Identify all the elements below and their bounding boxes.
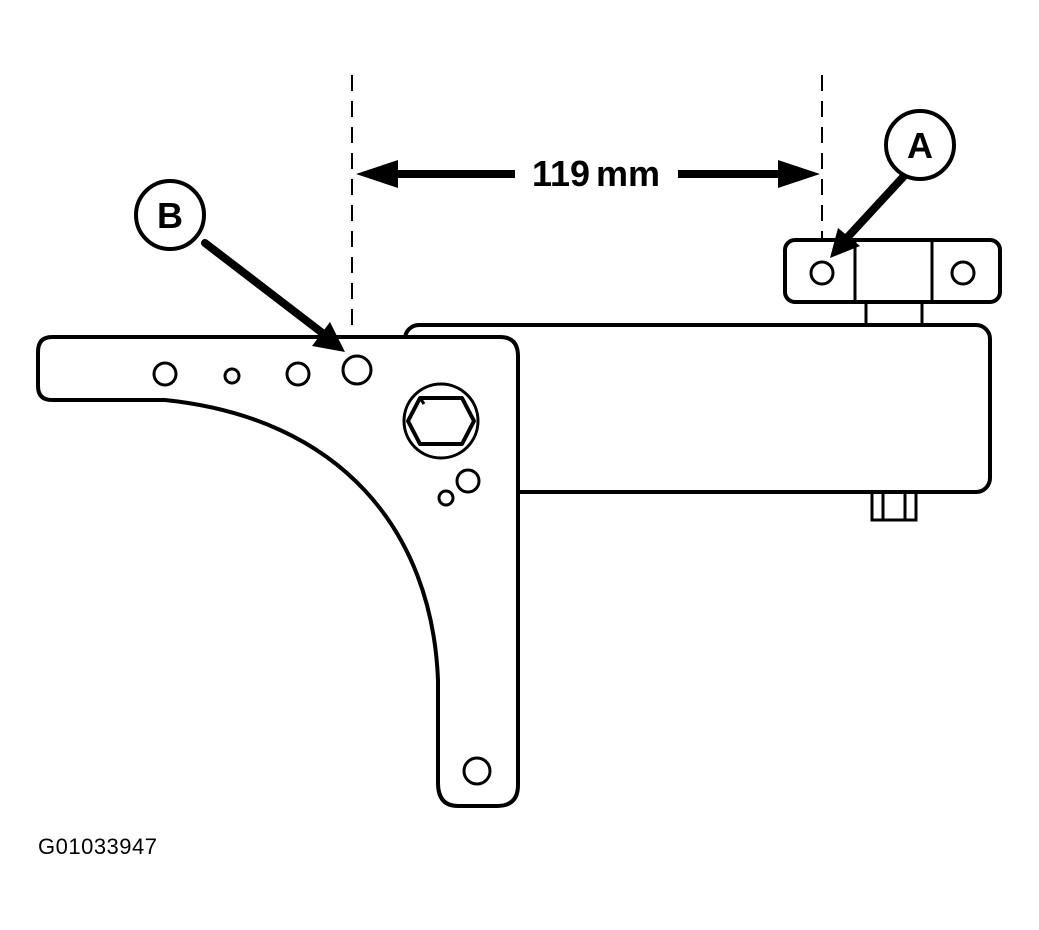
hex-bolt	[402, 382, 480, 460]
bracket-hole-2	[223, 367, 241, 385]
bracket-hole-1	[152, 361, 178, 387]
dimension-unit: mm	[596, 153, 660, 194]
leader-arrow-b	[201, 239, 345, 352]
leader-arrow-a	[830, 171, 909, 258]
figure-id: G01033947	[38, 834, 158, 859]
clamp-block	[783, 238, 1002, 304]
clamp-hole-a	[809, 260, 835, 286]
dimension-arrow	[356, 160, 820, 188]
bracket-hole-bottom	[462, 756, 492, 786]
callout-b: B	[134, 179, 206, 251]
l-bracket	[36, 335, 520, 808]
bracket-hole-b	[341, 354, 373, 386]
bracket-hole-3	[285, 361, 311, 387]
clamp-hole-right	[950, 260, 976, 286]
callout-a: A	[884, 109, 956, 181]
callout-b-label: B	[157, 195, 183, 236]
dimension-value: 119	[532, 153, 590, 194]
bracket-hole-5	[455, 468, 481, 494]
callout-a-label: A	[907, 125, 933, 166]
bracket-hole-6	[437, 489, 455, 507]
